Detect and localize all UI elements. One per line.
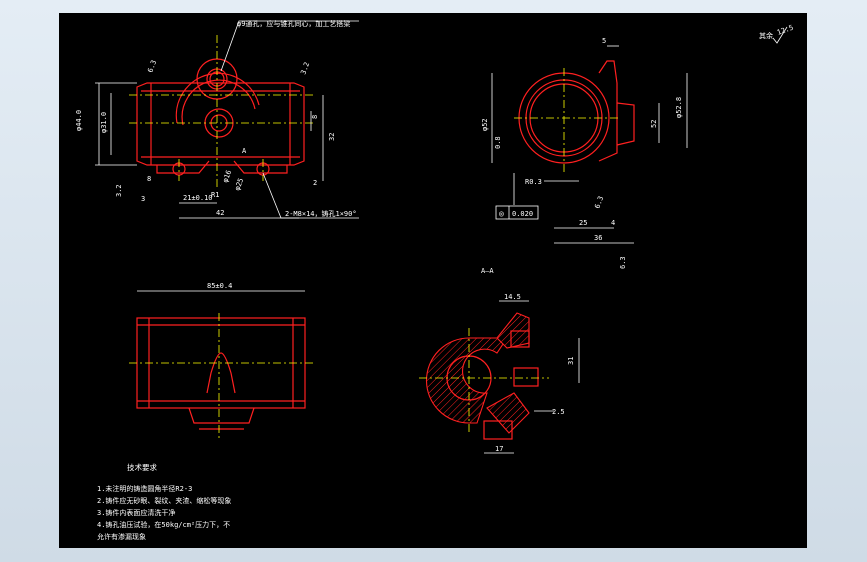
tech-item-1: 1.未注明的铸造圆角半径R2-3 bbox=[97, 484, 192, 493]
side-chamfer: R0.3 bbox=[525, 178, 542, 186]
note-thread: 2-M8×14，铸孔1×90° bbox=[285, 209, 357, 218]
note-phi16: φ16 bbox=[221, 169, 233, 184]
tech-title: 技术要求 bbox=[127, 462, 157, 472]
side-r-note: 0.8 bbox=[494, 136, 502, 149]
section-dim-bottom: 17 bbox=[495, 445, 503, 453]
cad-drawing: φ44.0 φ31.0 32 8 21±0.10 42 3 3.2 2 8 3.… bbox=[75, 19, 795, 541]
side-dim-side: 6.3 bbox=[593, 195, 605, 210]
tech-item-5: 允许有渗漏现象 bbox=[97, 532, 146, 541]
section-port-low bbox=[483, 420, 513, 440]
dim-bottom-4: 42 bbox=[216, 209, 224, 217]
tech-item-2: 2.铸件应无砂眼、裂纹、夹渣、缩松等现象 bbox=[97, 496, 231, 505]
side-lug bbox=[598, 60, 618, 162]
side-dim-w1: 25 bbox=[579, 219, 587, 227]
side-dim-top: 5 bbox=[602, 37, 606, 45]
dim-top: 6.3 bbox=[146, 59, 158, 74]
leader-thread bbox=[262, 172, 359, 219]
note-hole: φ9通孔，应与锥孔同心，加工艺搭梁 bbox=[237, 19, 350, 28]
section-hatch-lower bbox=[486, 392, 530, 434]
front-body-inner bbox=[141, 90, 300, 158]
top-view: 85±0.4 bbox=[129, 282, 314, 438]
top-view-boss bbox=[188, 407, 255, 424]
section-port-mid bbox=[513, 367, 539, 387]
section-dim-h: 31 bbox=[567, 357, 575, 365]
front-large-arc bbox=[175, 72, 260, 124]
section-hatch-main bbox=[426, 337, 509, 424]
dim-left-outer: φ44.0 bbox=[75, 110, 83, 131]
front-feet bbox=[156, 160, 288, 174]
front-view: φ44.0 φ31.0 32 8 21±0.10 42 3 3.2 2 8 3.… bbox=[75, 19, 359, 219]
section-view: 14.5 31 2.5 17 bbox=[419, 293, 580, 454]
roughness-note: 其余 bbox=[759, 31, 773, 40]
front-body-outline bbox=[136, 82, 305, 166]
side-dim-h1: φ52 bbox=[481, 118, 489, 131]
side-view: 5 φ52 52 φ52.8 0.8 ◎ 0.020 R0.3 25 36 4 bbox=[481, 24, 795, 275]
front-large-arc-inner bbox=[181, 79, 256, 126]
side-dim-w3: 4 bbox=[611, 219, 615, 227]
roughness-symbol bbox=[772, 26, 788, 44]
view-a-label: A bbox=[242, 147, 247, 155]
dim-bottom-2: 3 bbox=[141, 195, 145, 203]
tolerance-symbol: ◎ bbox=[499, 209, 504, 218]
side-dim-w2: 36 bbox=[594, 234, 602, 242]
section-port-top bbox=[510, 330, 530, 348]
tolerance-frame bbox=[495, 205, 539, 220]
dim-bottom-6: 8 bbox=[147, 175, 151, 183]
dim-left-inner: φ31.0 bbox=[100, 112, 108, 133]
tech-requirements: 技术要求 1.未注明的铸造圆角半径R2-3 2.铸件应无砂眼、裂纹、夹渣、缩松等… bbox=[97, 462, 231, 541]
tolerance-value: 0.020 bbox=[512, 210, 533, 218]
side-dim-h2: 52 bbox=[650, 120, 658, 128]
tech-item-4: 4.铸孔油压试验，在50kg/cm²压力下，不 bbox=[97, 520, 230, 529]
section-dim-top: 14.5 bbox=[504, 293, 521, 301]
top-view-width: 85±0.4 bbox=[207, 282, 232, 290]
dim-bottom-3: 21±0.10 bbox=[183, 194, 213, 202]
dim-bottom-5: 2 bbox=[313, 179, 317, 187]
dim-right-1: 32 bbox=[328, 133, 336, 141]
dim-right-2: 8 bbox=[311, 115, 319, 119]
dim-slope: 3.2 bbox=[299, 61, 311, 76]
drawing-sheet: φ44.0 φ31.0 32 8 21±0.10 42 3 3.2 2 8 3.… bbox=[59, 13, 807, 548]
note-r1: R1 bbox=[211, 191, 219, 199]
note-phi25: φ25 bbox=[233, 177, 245, 192]
leader-hole bbox=[220, 20, 359, 72]
tech-item-3: 3.铸件内表面应清洗干净 bbox=[97, 508, 175, 517]
section-label: A—A bbox=[481, 267, 494, 275]
side-dim-h3: φ52.8 bbox=[675, 97, 683, 118]
top-view-rib bbox=[206, 352, 236, 394]
side-rough: 6.3 bbox=[619, 256, 627, 269]
dim-bottom-1: 3.2 bbox=[115, 184, 123, 197]
side-flange bbox=[616, 102, 635, 146]
section-dim-right: 2.5 bbox=[552, 408, 565, 416]
